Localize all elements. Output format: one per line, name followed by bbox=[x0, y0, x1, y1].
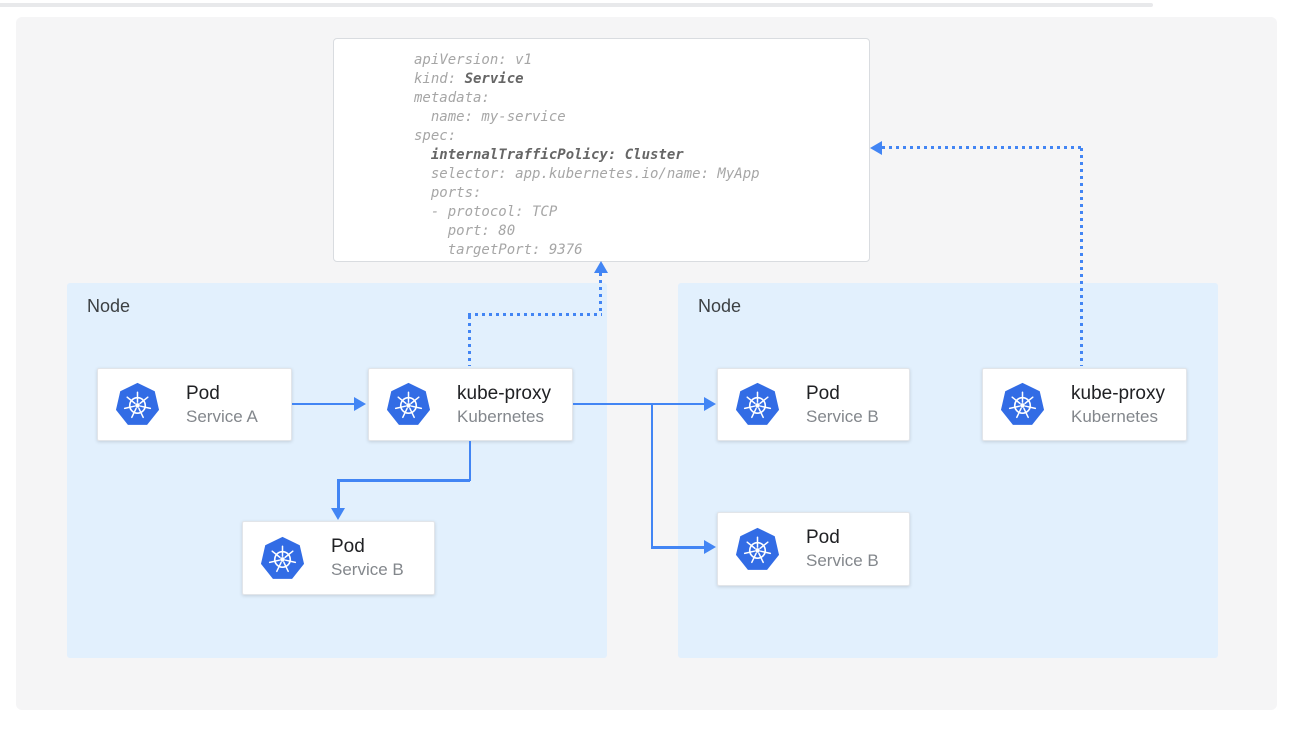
dotted-right-line bbox=[467, 313, 602, 316]
yaml-code-line: - protocol: TCP bbox=[414, 204, 558, 220]
yaml-code-block: apiVersion: v1 kind: Service metadata: nam… bbox=[414, 51, 861, 260]
node-left-label: Node bbox=[87, 296, 131, 316]
pod-title: Pod bbox=[186, 382, 220, 404]
kubernetes-icon bbox=[385, 381, 432, 428]
arrow-to-podb-left-line bbox=[337, 479, 340, 509]
yaml-code-line: targetPort: 9376 bbox=[414, 242, 583, 258]
pod-subtitle: Service A bbox=[186, 406, 258, 426]
arrow-poda-to-kubeproxy-line bbox=[292, 402, 354, 405]
kubernetes-icon bbox=[734, 526, 781, 573]
yaml-code-line: ports: bbox=[414, 185, 482, 201]
kubernetes-icon bbox=[734, 381, 781, 428]
yaml-code-line: metadata: bbox=[414, 90, 490, 106]
kubernetes-icon bbox=[114, 381, 161, 428]
dotted-kubeproxy-up-line bbox=[467, 316, 471, 366]
arrow-kubeproxy-to-right-node-line bbox=[573, 402, 704, 405]
yaml-code-line: internalTrafficPolicy: Cluster bbox=[430, 147, 684, 163]
node-left: Node bbox=[67, 283, 607, 658]
arrowhead-right-icon bbox=[354, 396, 366, 411]
arrowhead-right-icon bbox=[704, 396, 716, 411]
pod-title: Pod bbox=[331, 536, 365, 557]
node-right: Node bbox=[678, 283, 1218, 658]
arrowhead-right-icon bbox=[704, 540, 716, 554]
arrow-branch-down-line bbox=[650, 402, 653, 549]
kube-proxy-left-card: kube-proxy Kubernetes bbox=[368, 368, 573, 441]
dotted-up-to-yaml-line bbox=[599, 273, 602, 314]
yaml-code-line: port: 80 bbox=[414, 223, 516, 239]
pod-service-a-card: Pod Service A bbox=[97, 368, 292, 441]
yaml-code-line: apiVersion: v1 bbox=[414, 52, 533, 68]
pod-service-b-right-bottom-card: Pod Service B bbox=[717, 512, 910, 586]
pod-title: Pod bbox=[806, 527, 840, 548]
arrow-kubeproxy-down-line bbox=[468, 441, 471, 481]
yaml-code-line: name: my-service bbox=[414, 109, 566, 125]
kube-proxy-subtitle: Kubernetes bbox=[1071, 406, 1158, 426]
kubernetes-icon bbox=[259, 535, 306, 582]
yaml-code-line: kind: Service bbox=[414, 71, 524, 87]
pod-subtitle: Service B bbox=[806, 406, 879, 426]
pod-subtitle: Service B bbox=[806, 551, 879, 570]
kube-proxy-title: kube-proxy bbox=[1071, 382, 1165, 404]
pod-service-b-left-card: Pod Service B bbox=[242, 521, 435, 595]
kube-proxy-title: kube-proxy bbox=[457, 382, 551, 404]
yaml-code-line: spec: bbox=[414, 128, 457, 144]
arrow-branch-right-line bbox=[650, 546, 705, 549]
kubernetes-icon bbox=[999, 381, 1046, 428]
top-divider-line bbox=[0, 3, 1153, 7]
pod-subtitle: Service B bbox=[331, 560, 404, 579]
kube-proxy-right-card: kube-proxy Kubernetes bbox=[982, 368, 1187, 441]
yaml-code-line: selector: app.kubernetes.io/name: MyApp bbox=[414, 166, 760, 182]
dotted-left-to-yaml-line bbox=[882, 146, 1082, 149]
arrow-kubeproxy-left-line bbox=[337, 479, 470, 482]
dotted-right-kubeproxy-up-line bbox=[1080, 148, 1083, 366]
pod-service-b-right-top-card: Pod Service B bbox=[717, 368, 910, 441]
kube-proxy-subtitle: Kubernetes bbox=[457, 406, 544, 426]
arrowhead-down-icon bbox=[331, 508, 346, 520]
node-right-label: Node bbox=[698, 296, 742, 316]
service-yaml-card: apiVersion: v1 kind: Service metadata: nam… bbox=[333, 38, 870, 262]
arrowhead-up-icon bbox=[593, 261, 608, 273]
arrowhead-left-icon bbox=[870, 140, 882, 155]
pod-title: Pod bbox=[806, 382, 840, 404]
